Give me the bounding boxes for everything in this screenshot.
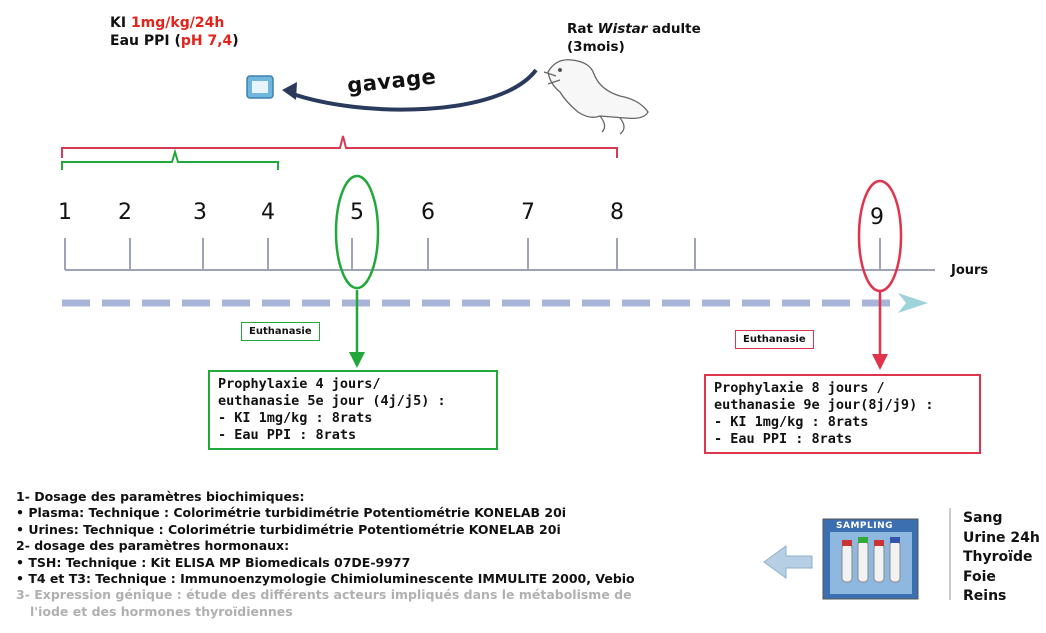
axis-label: Jours xyxy=(951,263,989,278)
sampling-arrow xyxy=(763,545,813,579)
day5-highlight xyxy=(334,174,380,290)
day-label: 4 xyxy=(261,200,275,225)
list-item: - KI 1mg/kg : 8rats xyxy=(218,410,373,426)
sampling-image xyxy=(822,518,919,600)
list-item: • Urines: Technique : Colorimétrie turbi… xyxy=(16,521,561,537)
ki-prefix: KI xyxy=(110,15,131,31)
list-item: • TSH: Technique : Kit ELISA MP Biomedic… xyxy=(16,554,411,570)
sample-item: Reins xyxy=(963,588,1007,604)
gavage-arrow xyxy=(282,68,538,112)
sample-item: Thyroïde xyxy=(963,549,1033,565)
sample-item: Sang xyxy=(963,510,1003,526)
rat-species: Wistar xyxy=(597,21,648,37)
bracket-8-days xyxy=(61,135,618,158)
day-label: 9 xyxy=(870,205,884,230)
day9-highlight xyxy=(857,179,903,293)
analysis-list: 1- Dosage des paramètres biochimiques: •… xyxy=(16,489,746,620)
day-label: 8 xyxy=(610,200,624,225)
day-label: 3 xyxy=(193,200,207,225)
list-item: - Eau PPI : 8rats xyxy=(218,427,357,443)
day-label: 6 xyxy=(421,200,435,225)
eau-prefix: Eau PPI ( xyxy=(110,33,181,49)
samples-list: Sang Urine 24h Thyroïde Foie Reins xyxy=(963,509,1040,607)
list-item: - KI 1mg/kg : 8rats xyxy=(714,414,869,430)
dose-label: KI 1mg/kg/24h Eau PPI (pH 7,4) xyxy=(110,14,239,50)
sample-item: Urine 24h xyxy=(963,529,1040,546)
day-label: 1 xyxy=(58,200,72,225)
euthanasie-tag-left: Euthanasie xyxy=(241,322,320,341)
day-label: 7 xyxy=(521,200,535,225)
sample-item: Foie xyxy=(963,568,996,585)
bottle-icon xyxy=(246,75,274,99)
day-label: 5 xyxy=(350,200,364,225)
list-item: - Eau PPI : 8rats xyxy=(714,431,853,447)
timeline-ticks xyxy=(64,238,935,271)
euthanasie-tag-right: Euthanasie xyxy=(735,330,814,349)
time-axis-arrow xyxy=(62,293,928,313)
ph-value: pH 7,4 xyxy=(180,33,233,49)
bracket-4-days xyxy=(61,148,279,170)
day-label: 2 xyxy=(118,200,132,225)
rat-age: (3mois) xyxy=(567,39,625,55)
day9-arrow xyxy=(872,292,888,370)
analysis-heading-3-cont: l'iode et des hormones thyroïdiennes xyxy=(30,603,293,619)
ki-dose: 1mg/kg/24h xyxy=(130,15,225,31)
list-item: • T4 et T3: Technique : Immunoenzymologi… xyxy=(16,571,635,587)
day5-arrow xyxy=(349,290,365,368)
prophylaxie-4-days-box: Prophylaxie 4 jours/ euthanasie 5e jour … xyxy=(208,370,498,450)
analysis-heading-2: 2- dosage des paramètres hormonaux: xyxy=(16,538,290,554)
eau-suffix: ) xyxy=(232,33,239,49)
analysis-heading-3: 3- Expression génique : étude des différ… xyxy=(16,587,632,603)
rat-label: Rat Wistar adulte (3mois) xyxy=(567,21,701,55)
sampling-label: SAMPLING xyxy=(836,521,894,531)
rat-icon xyxy=(543,59,649,135)
list-item: • Plasma: Technique : Colorimétrie turbi… xyxy=(16,505,567,521)
prophylaxie-8-days-box: Prophylaxie 8 jours / euthanasie 9e jour… xyxy=(704,374,981,454)
analysis-heading-1: 1- Dosage des paramètres biochimiques: xyxy=(16,489,305,504)
